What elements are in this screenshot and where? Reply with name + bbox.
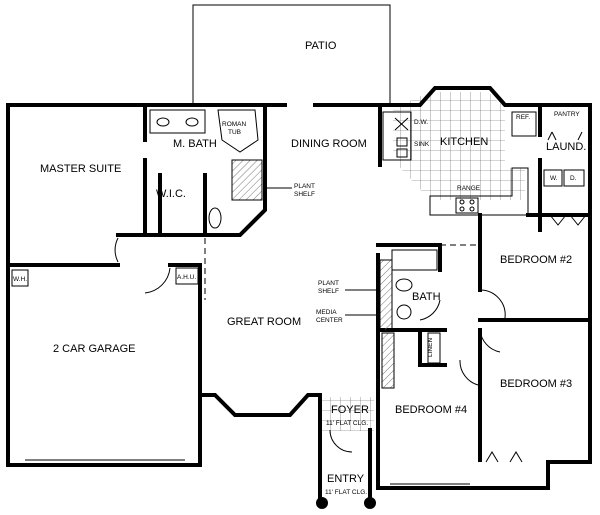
bedroom3-label: BEDROOM #3 xyxy=(500,378,572,390)
air-handler-label: A.H.U. xyxy=(177,274,196,281)
bedroom4-label: BEDROOM #4 xyxy=(395,404,467,416)
kitchen-fixtures xyxy=(378,103,585,232)
entry-ceiling-note: 11' FLAT CLG. xyxy=(325,489,367,496)
plant-shelf-label-2: PLANT xyxy=(318,280,339,287)
garage-door-swing xyxy=(144,267,171,294)
bath-label: BATH xyxy=(412,291,441,303)
dryer-label: D. xyxy=(570,175,577,182)
master-suite-label: MASTER SUITE xyxy=(40,163,121,175)
media-center-label-b: CENTER xyxy=(316,317,343,324)
foyer-label: FOYER xyxy=(331,404,369,416)
sink-label: SINK xyxy=(414,141,430,148)
roman-tub-label-2: TUB xyxy=(228,129,241,136)
water-heater-label: W.H. xyxy=(13,276,27,283)
foyer-floor xyxy=(322,397,374,431)
air-handler xyxy=(175,267,199,285)
range-label: RANGE xyxy=(457,185,481,192)
kitchen-label: KITCHEN xyxy=(440,136,488,148)
plant-shelf-label-1: PLANT xyxy=(294,183,315,190)
roman-tub-label: ROMAN xyxy=(222,121,247,128)
laundry-label: LAUND. xyxy=(546,141,586,153)
great-room-label: GREAT ROOM xyxy=(227,316,301,328)
bedroom-walls xyxy=(329,213,592,490)
garage-label: 2 CAR GARAGE xyxy=(53,343,136,355)
pantry-label: PANTRY xyxy=(554,111,580,118)
patio: PATIO xyxy=(192,4,391,105)
dishwasher-label: D.W. xyxy=(414,119,428,126)
entry-label: ENTRY xyxy=(327,473,365,485)
entry-column-right xyxy=(364,497,376,509)
master-walls xyxy=(116,103,267,237)
washer-label: W. xyxy=(550,175,558,182)
master-door-swing xyxy=(114,237,119,263)
foyer-ceiling-note: 11' FLAT CLG. xyxy=(326,420,368,427)
plant-shelf-label-1b: SHELF xyxy=(294,191,315,198)
dining-room-label: DINING ROOM xyxy=(291,138,367,150)
master-bath-label: M. BATH xyxy=(173,138,217,150)
plant-shelf-label-2b: SHELF xyxy=(318,288,339,295)
patio-label: PATIO xyxy=(305,40,337,52)
entry-column-left xyxy=(316,497,328,509)
media-center-label: MEDIA xyxy=(316,309,337,316)
linen-label: LINEN xyxy=(427,338,434,357)
water-heater xyxy=(11,269,29,287)
refrigerator-label: REF. xyxy=(516,114,530,121)
wic-label: W.I.C. xyxy=(156,188,186,200)
kitchen-floor xyxy=(393,92,525,200)
bedroom2-label: BEDROOM #2 xyxy=(500,254,572,266)
